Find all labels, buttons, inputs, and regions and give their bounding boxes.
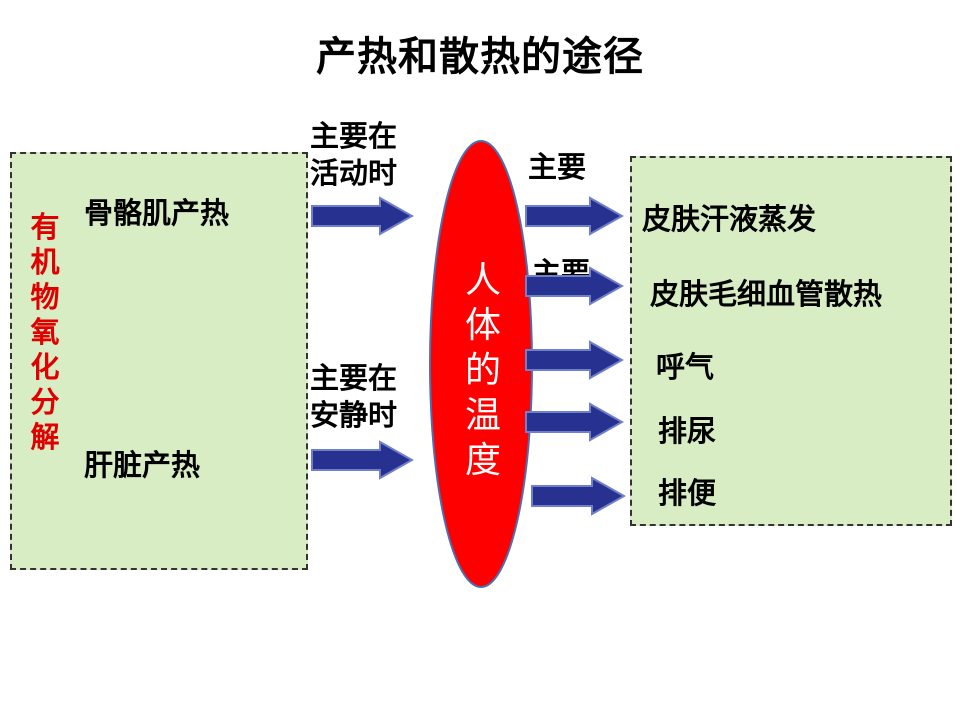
sweat-arrow [525,196,624,236]
page-title: 产热和散热的途径 [316,34,644,80]
liver-label: 肝脏产热 [84,448,201,482]
organic-oxidation-label: 有机物氧化分解 [30,210,60,454]
main-label-1: 主要 [528,150,587,184]
exhale-item: 呼气 [656,350,715,384]
active-arrow [311,196,414,236]
feces-arrow [531,476,626,516]
capillary-heat-item: 皮肤毛细血管散热 [650,277,883,311]
heat-production-box [10,152,308,570]
rest-note: 主要在安静时 [310,361,398,432]
urine-arrow [525,402,624,442]
skeletal-muscle-label: 骨骼肌产热 [84,196,230,230]
sweat-evaporation-item: 皮肤汗液蒸发 [642,202,817,236]
capillary-arrow [525,266,624,306]
heat-dissipation-box [630,156,952,526]
exhale-arrow [525,340,624,380]
body-temperature-label: 人体的温度 [464,260,501,481]
defecate-item: 排便 [658,476,717,510]
urinate-item: 排尿 [658,414,717,448]
rest-arrow [311,440,414,480]
active-note: 主要在活动时 [310,119,398,190]
